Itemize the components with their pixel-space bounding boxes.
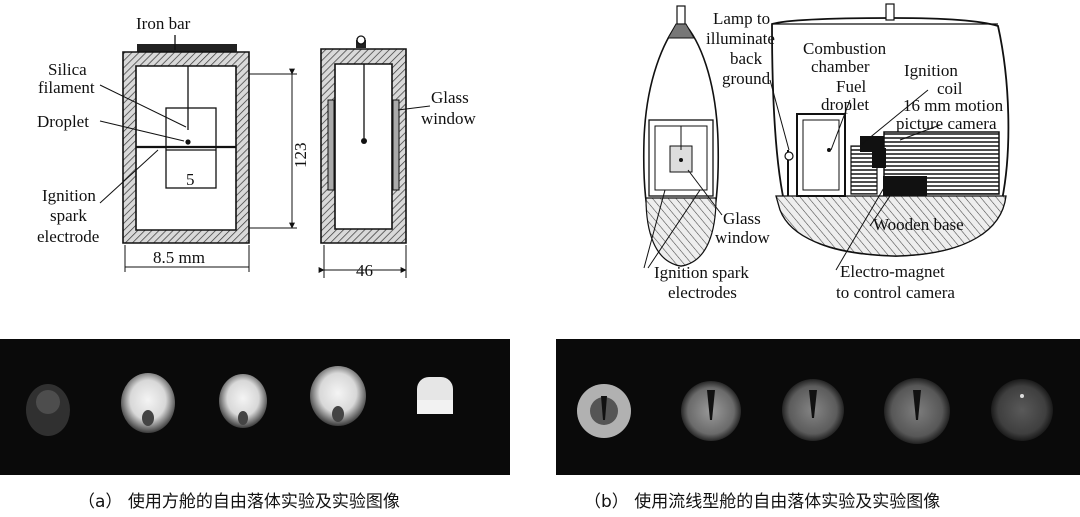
label-wooden-base: Wooden base: [873, 215, 964, 234]
label-ignition-2: spark: [50, 206, 87, 225]
label-glass-window-b-1: Glass: [723, 209, 761, 228]
iron-bar-plate: [137, 44, 237, 53]
label-fuel-2: droplet: [821, 95, 869, 114]
label-silica-filament-2: filament: [38, 78, 95, 97]
label-ignition-coil-2: coil: [937, 79, 963, 98]
label-lamp-2: illuminate: [706, 29, 775, 48]
label-camera-1: 16 mm motion: [903, 96, 1004, 115]
label-combustion-2: chamber: [811, 57, 870, 76]
label-ignition-3: electrode: [37, 227, 99, 246]
label-camera-2: picture camera: [896, 114, 997, 133]
label-ignition-coil-1: Ignition: [904, 61, 958, 80]
label-dim-gap: 5: [186, 170, 195, 189]
label-glass-window-a-1: Glass: [431, 88, 469, 107]
side-box-walls: [320, 48, 407, 244]
label-electro-magnet-2: to control camera: [836, 283, 955, 302]
label-glass-window-a-2: window: [421, 109, 477, 128]
photo-strip-a: [0, 339, 510, 475]
label-combustion-1: Combustion: [803, 39, 887, 58]
front-box-walls: [122, 51, 250, 244]
label-droplet: Droplet: [37, 112, 89, 131]
label-glass-window-b-2: window: [715, 228, 771, 247]
label-dim-height: 123: [291, 143, 310, 169]
caption-b: （b） 使用流线型舱的自由落体实验及实验图像: [584, 491, 940, 512]
label-dim-depth: 46: [356, 261, 373, 280]
label-fuel-1: Fuel: [836, 77, 867, 96]
panel-b-diagram: [642, 3, 1010, 271]
droplet-dot: [185, 139, 191, 145]
label-lamp-1: Lamp to: [713, 9, 770, 28]
label-spark-electrodes-2: electrodes: [668, 283, 737, 302]
label-lamp-3: back: [730, 49, 763, 68]
label-lamp-4: ground: [722, 69, 771, 88]
label-spark-electrodes-1: Ignition spark: [654, 263, 749, 282]
photo-strip-b: [556, 339, 1080, 475]
label-electro-magnet-1: Electro-magnet: [840, 262, 945, 281]
panel-a-diagram: [99, 35, 431, 278]
label-dim-width: 8.5 mm: [153, 248, 205, 267]
label-silica-filament-1: Silica: [48, 60, 87, 79]
label-ignition-1: Ignition: [42, 186, 96, 205]
caption-a: （a） 使用方舱的自由落体实验及实验图像: [78, 491, 400, 512]
label-iron-bar: Iron bar: [136, 14, 191, 33]
